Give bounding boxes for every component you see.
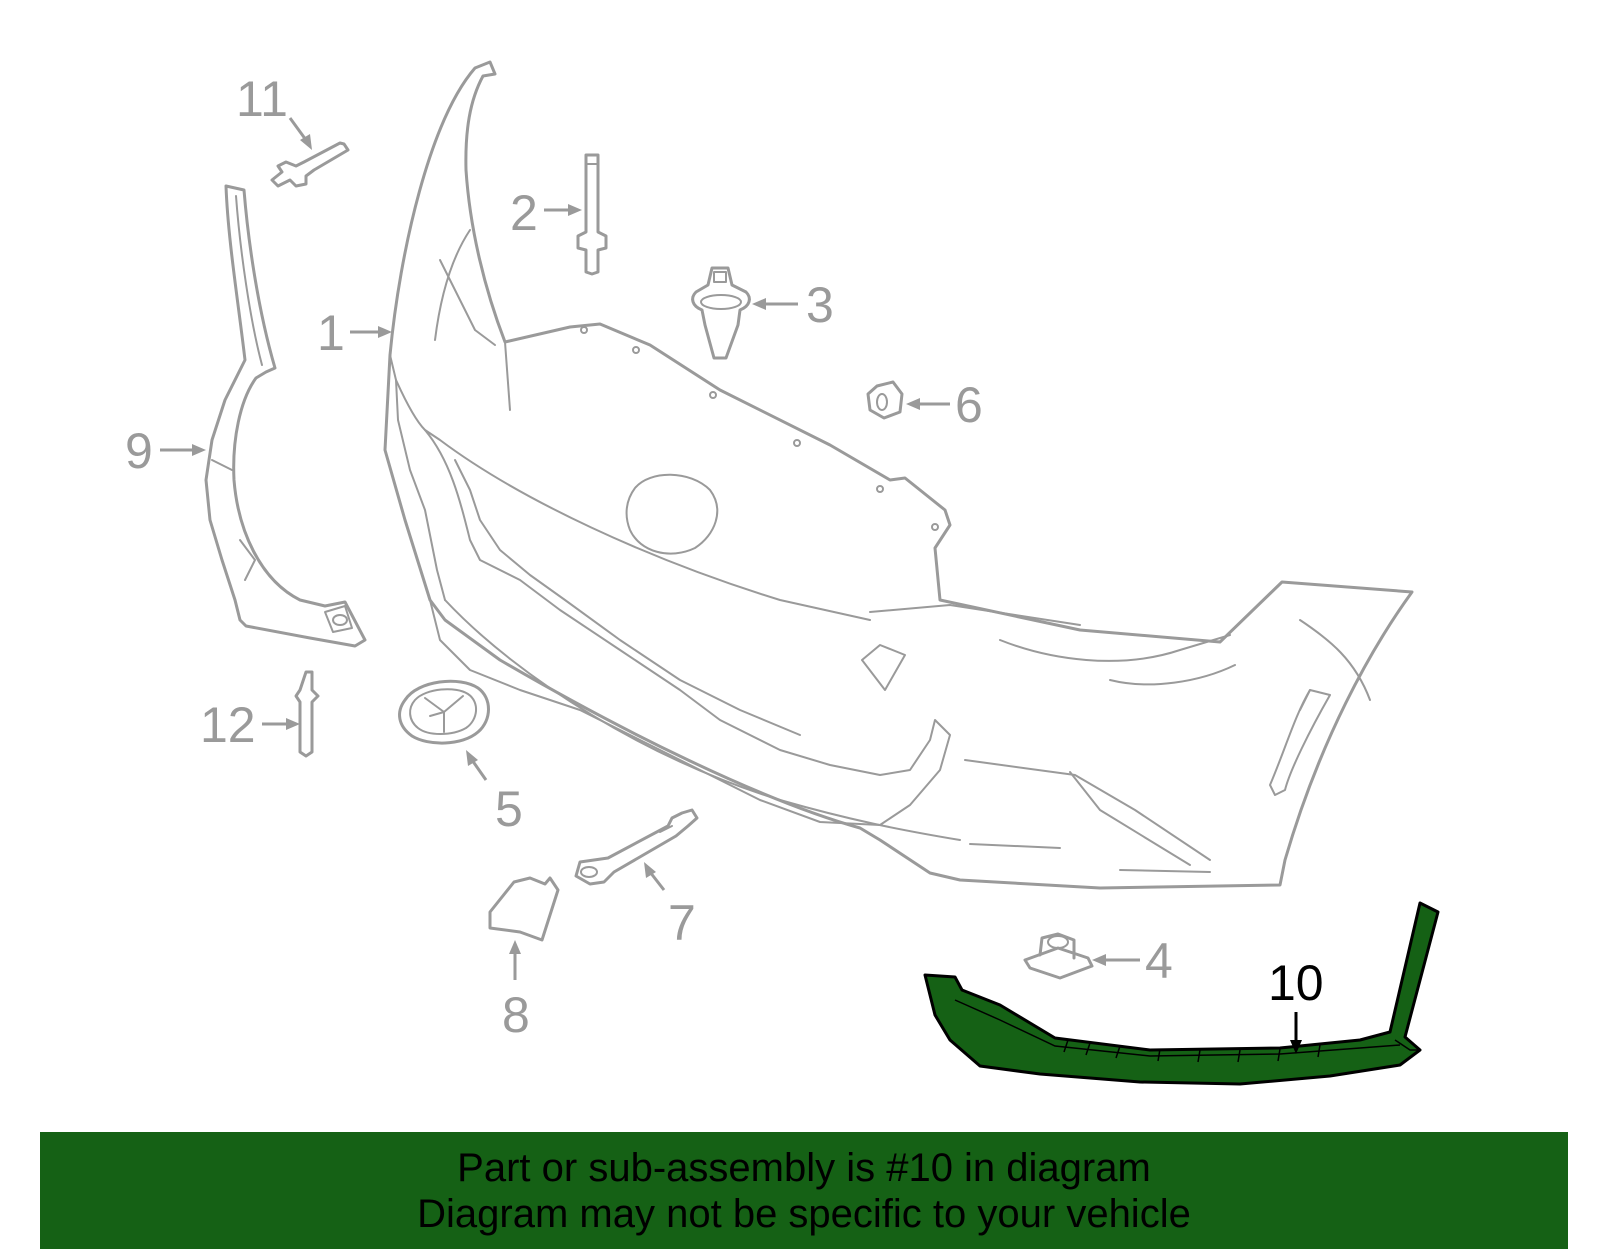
callout-1: 1 <box>317 305 392 361</box>
part-7-bracket[interactable] <box>574 808 699 886</box>
callout-5: 5 <box>466 750 523 837</box>
part-10-shape <box>923 901 1440 1086</box>
callout-6: 6 <box>906 377 983 433</box>
callout-label: 7 <box>668 895 696 951</box>
callout-8: 8 <box>502 940 530 1043</box>
callout-label: 5 <box>495 781 523 837</box>
part-1-bumper-cover[interactable] <box>383 60 1414 890</box>
callout-label: 6 <box>955 377 983 433</box>
callout-11: 11 <box>236 71 312 150</box>
callout-label: 12 <box>200 697 256 753</box>
callout-2: 2 <box>510 185 582 241</box>
callout-12: 12 <box>200 697 300 753</box>
part-5-emblem[interactable] <box>398 679 490 745</box>
callout-10: 10 <box>1268 955 1324 1054</box>
banner-line-disclaimer: Diagram may not be specific to your vehi… <box>417 1191 1191 1236</box>
callout-label: 9 <box>125 423 153 479</box>
callout-9: 9 <box>125 423 206 479</box>
callout-label: 1 <box>317 305 345 361</box>
part-6-nut[interactable] <box>866 380 904 420</box>
callout-label: 4 <box>1145 933 1173 989</box>
callout-label-highlighted: 10 <box>1268 955 1324 1011</box>
part-2-bolt[interactable] <box>576 153 608 276</box>
part-10-lower-spoiler[interactable] <box>923 901 1440 1086</box>
part-3-push-clip[interactable] <box>691 266 751 360</box>
callout-label: 8 <box>502 987 530 1043</box>
callout-7: 7 <box>644 862 696 951</box>
callout-label: 2 <box>510 185 538 241</box>
part-9-side-bracket[interactable] <box>204 184 367 648</box>
banner-line-part: Part or sub-assembly is #10 in diagram <box>457 1145 1151 1190</box>
callout-4: 4 <box>1092 933 1173 989</box>
part-8-panel[interactable] <box>488 876 560 942</box>
callout-3: 3 <box>752 277 834 333</box>
callout-label: 11 <box>236 71 288 127</box>
part-4-nut-clip[interactable] <box>1023 932 1094 980</box>
part-11-pin-clip[interactable] <box>270 141 350 188</box>
part-12-pin[interactable] <box>294 670 320 758</box>
callout-label: 3 <box>806 277 834 333</box>
info-banner: Part or sub-assembly is #10 in diagram D… <box>40 1132 1568 1249</box>
